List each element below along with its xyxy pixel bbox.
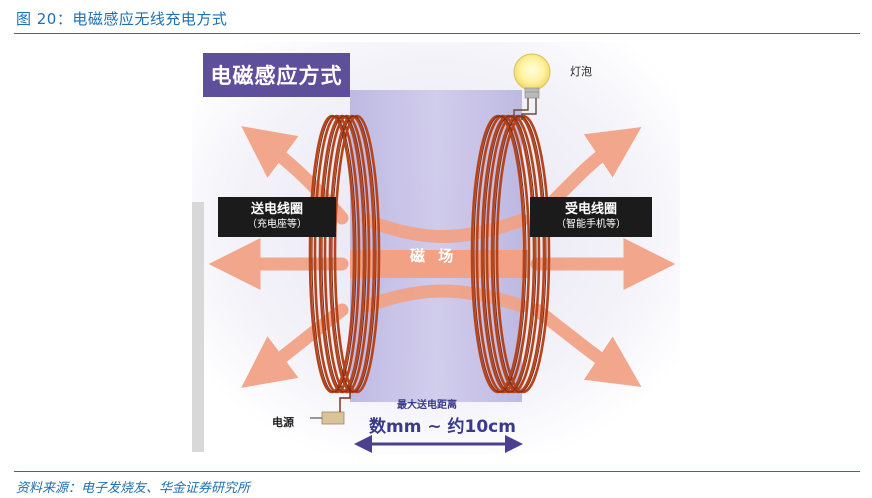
left-wall-strip [192, 202, 204, 452]
arrow-lower-right [530, 303, 642, 387]
distance-range-label: 数mm ~ 约10cm [369, 417, 516, 437]
induction-diagram: 电磁感应方式 送电线圈 （充电座等） 受电线圈 （智能手机等） 磁 场 灯泡 电… [192, 42, 680, 454]
arrow-upper-middle [360, 213, 529, 243]
source-note: 资料来源：电子发烧友、华金证券研究所 [16, 481, 251, 496]
receive-coil-label: 受电线圈 （智能手机等） [530, 197, 652, 237]
transmit-coil-label: 送电线圈 （充电座等） [218, 197, 336, 237]
bulb-icon [513, 53, 551, 99]
diagram-graphics [192, 42, 680, 454]
transmit-coil-shade [311, 115, 377, 393]
max-distance-label: 最大送电距离 [397, 400, 457, 411]
receive-coil-note: （智能手机等） [556, 219, 626, 230]
power-source-label: 电源 [272, 416, 294, 429]
bottom-rule [14, 471, 860, 472]
power-source-icon [310, 388, 351, 425]
transmit-coil-name: 送电线圈 [250, 202, 303, 217]
bulb-label: 灯泡 [570, 65, 592, 78]
transmit-coil-note: （充电座等） [247, 219, 307, 230]
magnetic-field-label: 磁 场 [410, 247, 458, 265]
top-rule [14, 33, 860, 34]
receive-coil-name: 受电线圈 [564, 202, 617, 217]
arrow-lower-middle [360, 284, 529, 313]
bulb-wires [513, 98, 537, 120]
figure-title: 图 20：电磁感应无线充电方式 [16, 10, 228, 28]
receive-coil-shade [473, 115, 547, 393]
diagram-title: 电磁感应方式 [203, 53, 350, 97]
